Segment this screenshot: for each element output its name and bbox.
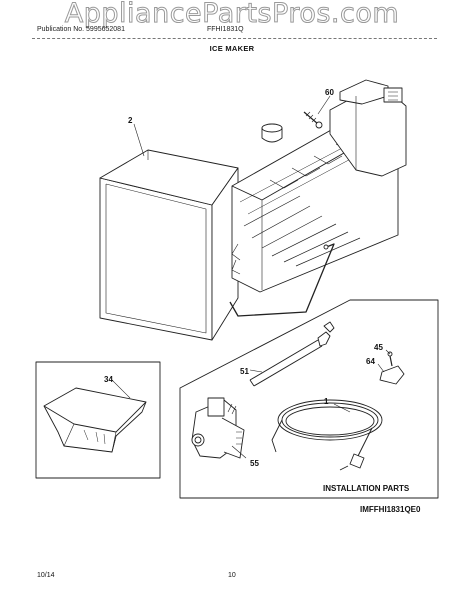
callout-51: 51 bbox=[240, 367, 249, 376]
header-rule bbox=[32, 38, 437, 39]
callout-45: 45 bbox=[374, 343, 383, 352]
callout-60: 60 bbox=[325, 88, 334, 97]
publication-number: Publication No. 5995652081 bbox=[37, 26, 125, 33]
callout-1: 1 bbox=[324, 397, 329, 406]
page-title: ICE MAKER bbox=[209, 44, 255, 53]
callout-64: 64 bbox=[366, 357, 375, 366]
footer-date: 10/14 bbox=[37, 572, 55, 579]
screw-60 bbox=[303, 111, 323, 129]
installation-parts-box bbox=[179, 299, 439, 499]
ice-bucket-box bbox=[35, 361, 161, 479]
model-number: FFHI1831Q bbox=[207, 26, 244, 33]
installation-parts-label: INSTALLATION PARTS bbox=[323, 484, 410, 493]
footer-page: 10 bbox=[228, 572, 236, 579]
watermark: AppliancePartsPros.com bbox=[64, 0, 400, 30]
ice-maker-assembly bbox=[99, 79, 407, 341]
callout-55: 55 bbox=[250, 459, 259, 468]
callout-2: 2 bbox=[128, 116, 133, 125]
callout-34: 34 bbox=[104, 375, 113, 384]
diagram-code: IMFFHI1831QE0 bbox=[360, 505, 421, 514]
